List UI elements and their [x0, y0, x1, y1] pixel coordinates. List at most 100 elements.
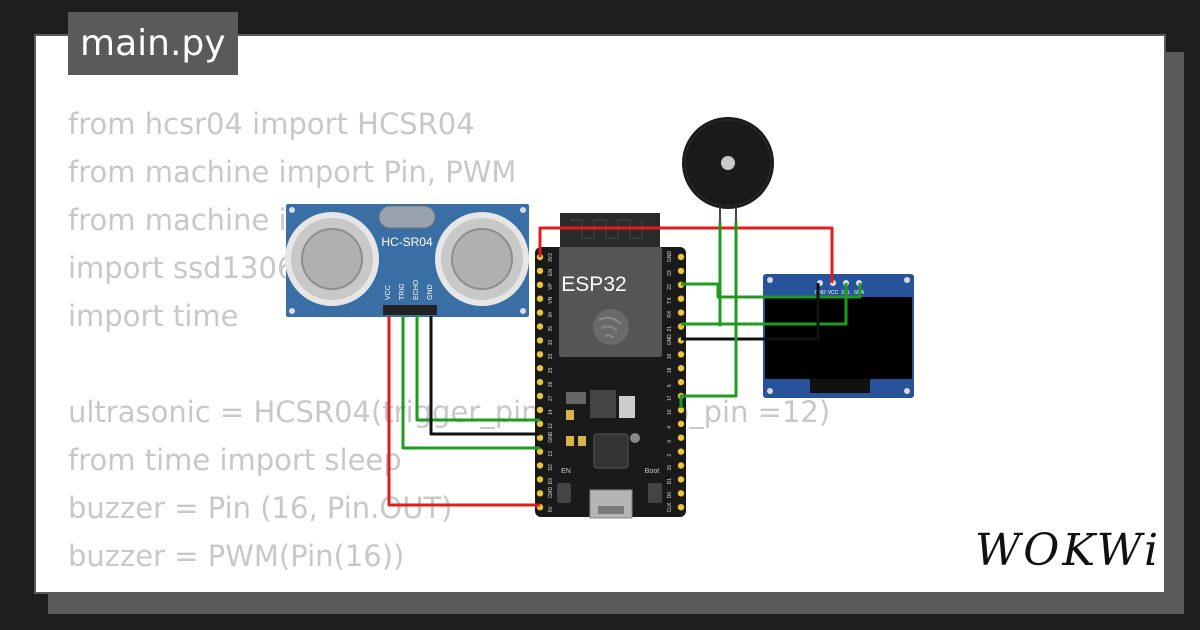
esp32-pin[interactable]	[677, 420, 685, 427]
esp32-pin[interactable]	[536, 323, 544, 330]
esp32-pin[interactable]	[677, 434, 685, 441]
sensor-pin-label: TRIG	[399, 283, 406, 300]
oled-display[interactable]: GND VCC SCL SDA	[763, 274, 914, 398]
esp32-pin-label: 16	[667, 409, 673, 415]
oled-pin-label: VCC	[828, 290, 839, 296]
en-button-label: EN	[561, 468, 571, 475]
esp32-pin[interactable]	[677, 490, 685, 497]
code-line: from time import sleep	[68, 443, 402, 477]
esp32-pin-label: 3V3	[548, 253, 554, 262]
esp32-pin[interactable]	[536, 420, 544, 427]
esp32-pin-label: VN	[548, 296, 554, 303]
esp32-pin[interactable]	[677, 253, 685, 261]
code-preview: from hcsr04 import HCSR04 from machine im…	[68, 100, 830, 580]
wokwi-logo: WOKWi	[975, 525, 1162, 576]
esp32-pin[interactable]	[536, 351, 544, 358]
esp32-pin-label: 5V	[548, 505, 554, 512]
esp32-pin[interactable]	[536, 434, 544, 441]
esp32-pin[interactable]	[677, 476, 685, 483]
esp32-pin[interactable]	[536, 337, 544, 344]
esp32-pin-label: 35	[548, 326, 554, 332]
esp32-pin-label: 27	[548, 395, 554, 401]
esp32-pin[interactable]	[677, 309, 685, 316]
esp32-pin[interactable]	[536, 378, 544, 386]
esp32-pin-label: 12	[548, 423, 554, 429]
esp32-pin[interactable]	[536, 406, 544, 414]
esp32-pin-label: 0	[667, 440, 673, 443]
wires	[387, 222, 862, 507]
esp32-pin[interactable]	[677, 378, 685, 386]
esp32-pin[interactable]	[536, 309, 544, 316]
esp32-pin-label: 4	[667, 426, 673, 429]
esp32-pin-label: 34	[548, 312, 554, 318]
oled-pin-label: GND	[814, 290, 826, 296]
esp32-pin-label: 25	[548, 367, 554, 373]
esp32-pin-label: 33	[548, 354, 554, 360]
buzzer[interactable]	[682, 117, 774, 222]
wire-3v3-oled-vcc[interactable]	[538, 226, 834, 283]
wire-sensor-trig[interactable]	[401, 316, 540, 450]
esp32-pin-label: 19	[667, 354, 673, 360]
esp32-pin[interactable]	[677, 295, 685, 302]
file-tab[interactable]: main.py	[68, 12, 238, 75]
esp32-pin-label: 15	[667, 465, 673, 471]
esp32-pin[interactable]	[536, 490, 544, 497]
sensor-pin-label: GND	[427, 284, 434, 300]
ultrasonic-sensor[interactable]: HC-SR04 VCC TRIG ECHO GND	[285, 204, 529, 317]
esp32-pin[interactable]	[536, 476, 544, 483]
esp32-pin[interactable]	[536, 462, 544, 469]
esp32-pin[interactable]	[536, 365, 544, 372]
esp32-pin-label: 5	[667, 384, 673, 387]
esp32-left-pins: 3V3ENVPVN343532332526271412GND13D2D3CMD5…	[536, 253, 554, 512]
esp32-pin-label: 22	[667, 284, 673, 290]
esp32-pin-label: GND	[548, 431, 554, 443]
esp32-pin-label: 18	[667, 367, 673, 373]
wire-sensor-gnd[interactable]	[429, 316, 540, 436]
wire-sensor-vcc[interactable]	[387, 316, 540, 507]
esp32-pin-label: 13	[548, 451, 554, 457]
wire-oled-gnd[interactable]	[681, 283, 820, 341]
esp32-pin-label: 32	[548, 340, 554, 346]
code-line: from machine import Pin, PWM	[68, 155, 517, 189]
esp32-pin-label: CMD	[548, 487, 554, 499]
code-line: buzzer = PWM(Pin(16))	[68, 539, 405, 573]
esp32-pin[interactable]	[536, 295, 544, 302]
esp32-pin-label: D0	[667, 492, 673, 499]
esp32-pin-label: 2	[667, 454, 673, 457]
code-line: import ssd1306	[68, 251, 296, 285]
esp32-board[interactable]: ESP32 EN Boot 3V3ENVPVN34353233252627141…	[535, 213, 686, 519]
sensor-pin-label: ECHO	[413, 279, 420, 300]
esp32-pin[interactable]	[536, 267, 544, 275]
code-line: import time	[68, 299, 239, 333]
esp32-pin[interactable]	[677, 365, 685, 372]
esp32-label: ESP32	[561, 273, 626, 296]
boot-button-label: Boot	[645, 468, 659, 475]
esp32-pin[interactable]	[536, 448, 544, 455]
esp32-pin[interactable]	[536, 281, 544, 288]
esp32-pin-label: D3	[548, 478, 554, 485]
esp32-pin[interactable]	[677, 504, 685, 511]
esp32-pin-label: RX	[667, 310, 673, 318]
esp32-pin-label: VP	[548, 282, 554, 289]
esp32-pin[interactable]	[677, 462, 685, 469]
wire-oled-sda[interactable]	[681, 282, 862, 299]
code-line: buzzer = Pin (16, Pin.OUT)	[68, 491, 453, 525]
esp32-pin-label: 26	[548, 381, 554, 387]
esp32-pin[interactable]	[536, 392, 544, 400]
wire-buzzer-gnd[interactable]	[679, 222, 738, 408]
esp32-pin-label: EN	[548, 269, 554, 276]
esp32-pin-label: 23	[667, 270, 673, 276]
esp32-pin-label: TX	[667, 297, 673, 304]
esp32-pin[interactable]	[677, 406, 685, 414]
esp32-pin-label: CLK	[667, 502, 673, 512]
esp32-pin-label: D2	[548, 464, 554, 471]
esp32-pin-label: 17	[667, 395, 673, 401]
sensor-pin-label: VCC	[385, 285, 392, 300]
esp32-pin[interactable]	[677, 448, 685, 455]
code-line: from hcsr04 import HCSR04	[68, 107, 475, 141]
wire-sensor-echo[interactable]	[415, 316, 540, 422]
esp32-pin[interactable]	[677, 267, 685, 275]
esp32-pin[interactable]	[677, 351, 685, 358]
